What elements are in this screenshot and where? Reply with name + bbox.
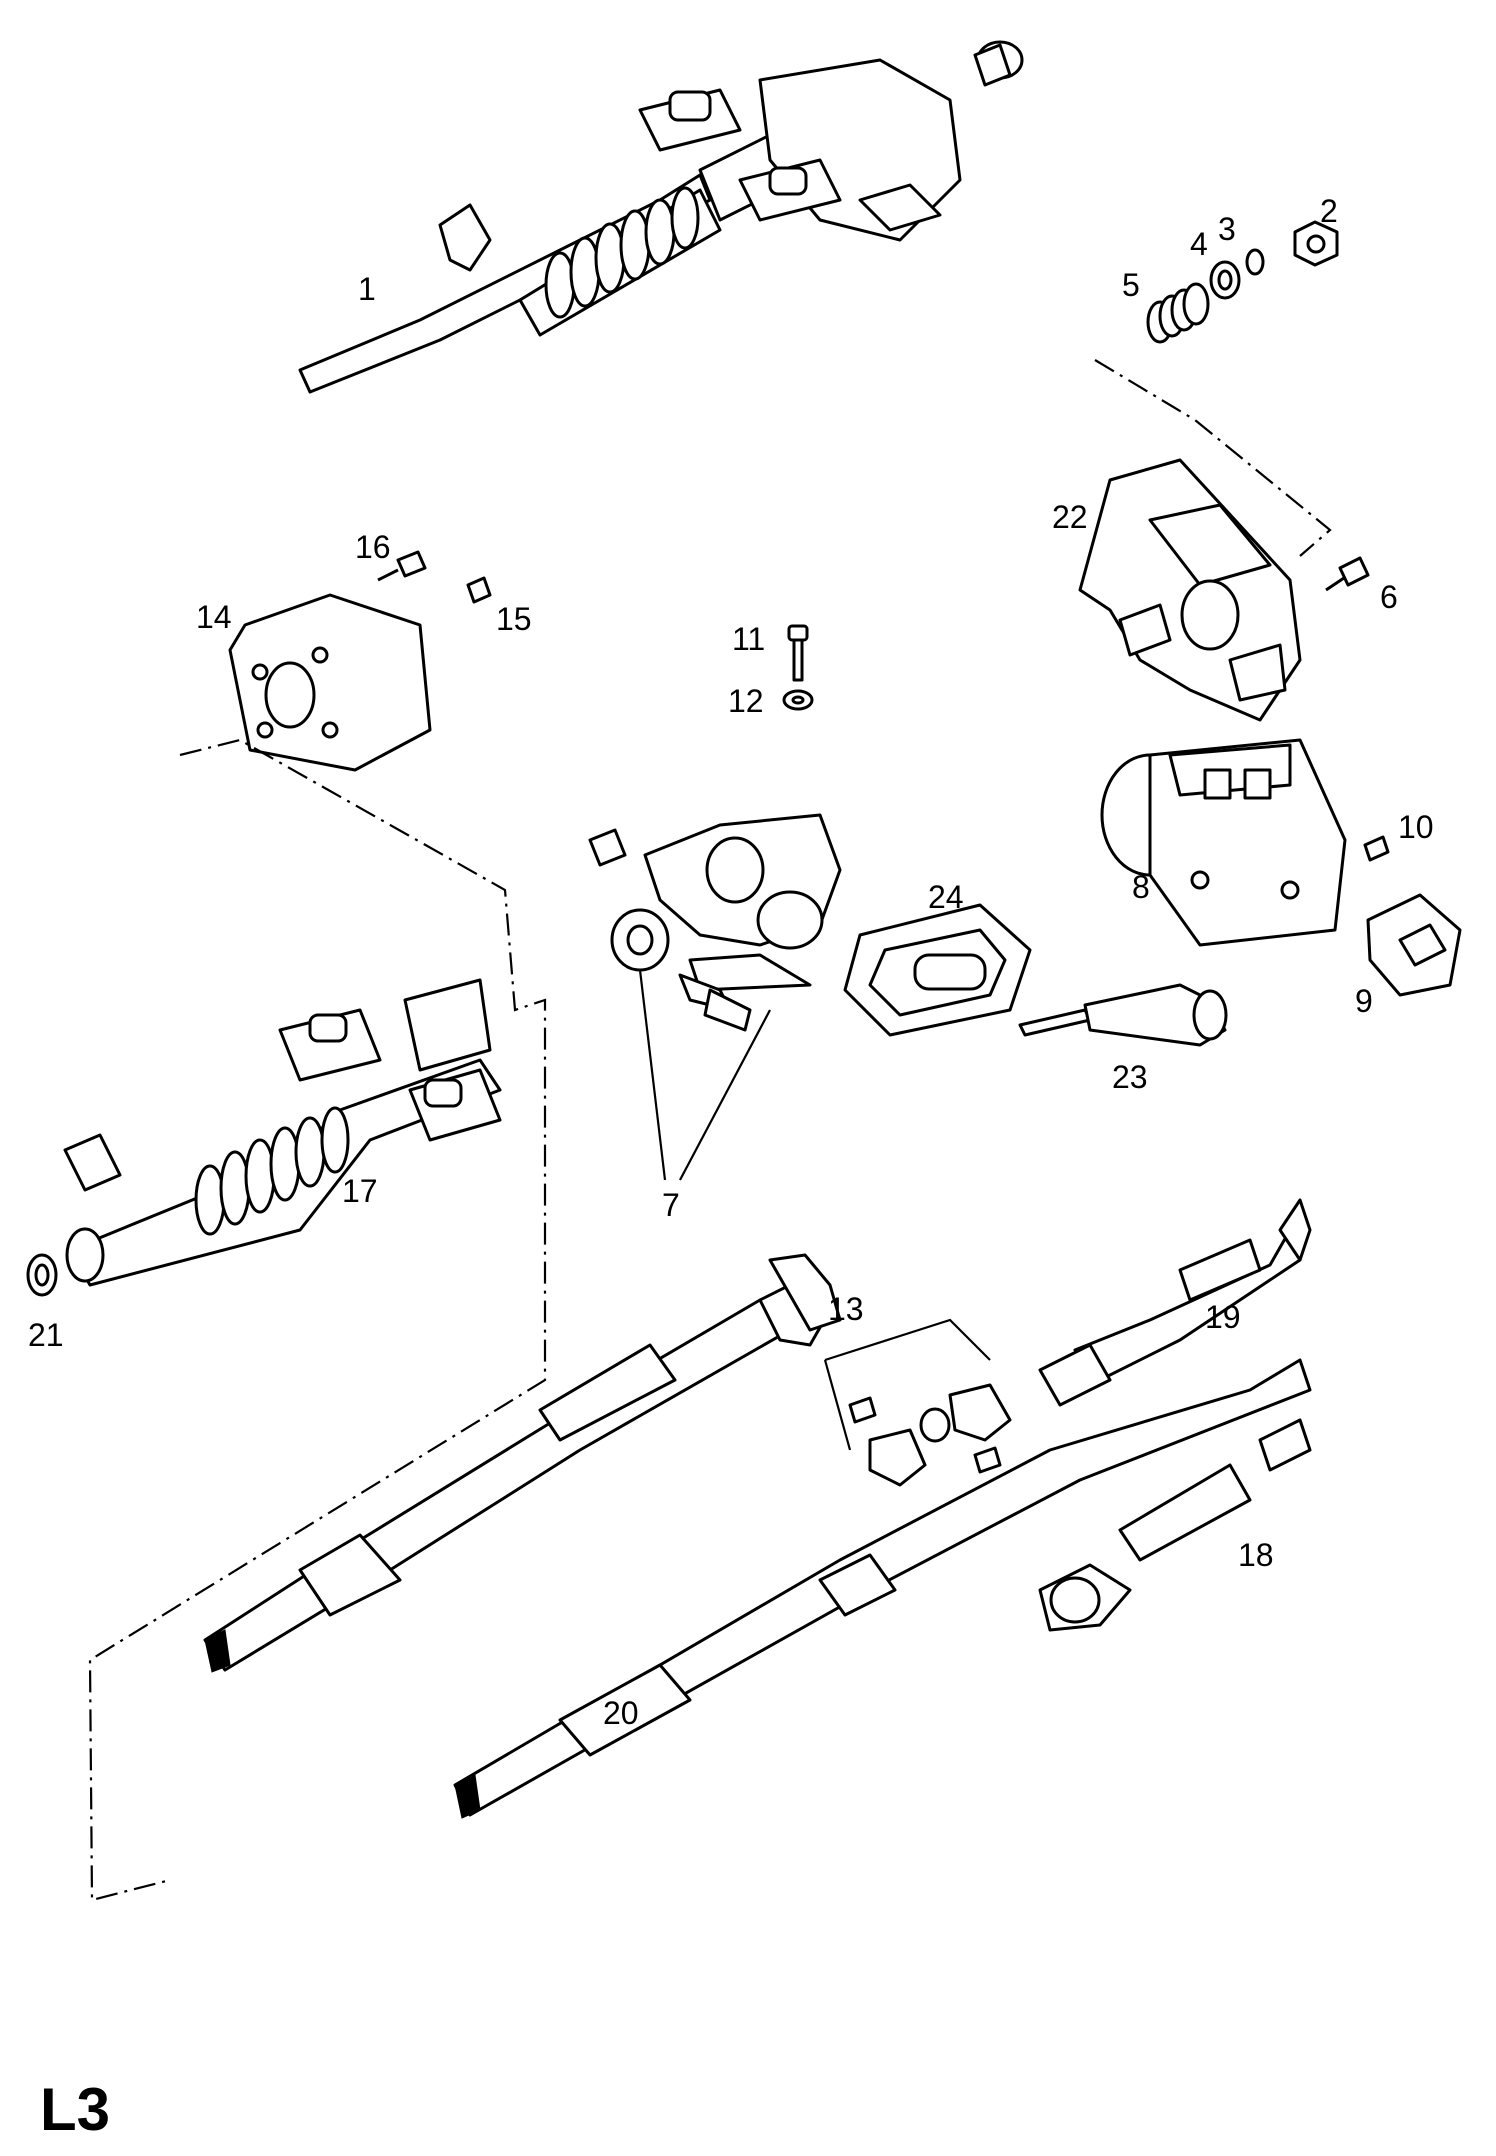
part-21-bushing: [26, 1253, 58, 1297]
part-12-washer: [782, 689, 814, 711]
leader-13: [824, 1318, 991, 1362]
callout-15: 15: [496, 601, 532, 637]
part-8-ignition-switch: [1100, 738, 1347, 947]
callout-14: 14: [196, 599, 232, 635]
callout-21: 21: [28, 1317, 64, 1353]
leader-7b: [679, 1009, 771, 1181]
part-19-intermediate-shaft: [1038, 1198, 1312, 1407]
part-24-grommet: [843, 903, 1032, 1037]
part-10-screw: [1363, 835, 1390, 862]
callout-4: 4: [1190, 226, 1208, 262]
part-18-steering-shaft: [453, 1358, 1312, 1819]
part-14-lock-cover: [228, 593, 432, 772]
part-5-spring: [1146, 282, 1210, 344]
part-16-screw: [377, 550, 427, 582]
callout-24: 24: [928, 879, 964, 915]
part-3-washer: [1245, 248, 1265, 276]
callout-23: 23: [1112, 1059, 1148, 1095]
part-6-screw: [1325, 556, 1370, 592]
callout-19: 19: [1205, 1299, 1241, 1335]
leader-7a: [638, 969, 667, 1181]
callout-3: 3: [1218, 211, 1236, 247]
callout-2: 2: [1320, 193, 1338, 229]
part-4-bearing: [1209, 260, 1241, 300]
part-20-lower-shaft: [203, 1253, 842, 1673]
callout-12: 12: [728, 683, 764, 719]
callout-20: 20: [603, 1695, 639, 1731]
callout-17: 17: [342, 1173, 378, 1209]
callout-6: 6: [1380, 579, 1398, 615]
callout-22: 22: [1052, 499, 1088, 535]
part-7-steering-lock: [588, 813, 842, 1032]
part-17-column-tube: [63, 978, 502, 1287]
leader-line-dashed-left: [88, 738, 547, 1902]
page-code: L3: [40, 2076, 110, 2143]
part-23-lever: [1018, 983, 1228, 1047]
part-1-bellows: [544, 186, 700, 319]
part-15-plug: [466, 576, 492, 604]
callout-9: 9: [1355, 983, 1373, 1019]
part-1-steering-column: [298, 40, 1024, 394]
leader-13-left: [823, 1359, 852, 1451]
callout-10: 10: [1398, 809, 1434, 845]
part-22-switch-housing: [1078, 458, 1302, 722]
part-9-connector: [1366, 893, 1462, 997]
part-11-bolt: [787, 624, 809, 682]
callout-7: 7: [662, 1187, 680, 1223]
callout-16: 16: [355, 529, 391, 565]
callout-5: 5: [1122, 267, 1140, 303]
leader-line-dashed-upper: [1094, 359, 1332, 557]
callout-11: 11: [732, 621, 765, 657]
callout-1: 1: [358, 271, 376, 307]
part-13-spider-joint: [848, 1383, 1012, 1487]
callout-13: 13: [828, 1291, 864, 1327]
part-2-nut: [1293, 220, 1339, 267]
callout-8: 8: [1132, 869, 1150, 905]
part-17-bellows: [194, 1106, 350, 1236]
callout-18: 18: [1238, 1537, 1274, 1573]
